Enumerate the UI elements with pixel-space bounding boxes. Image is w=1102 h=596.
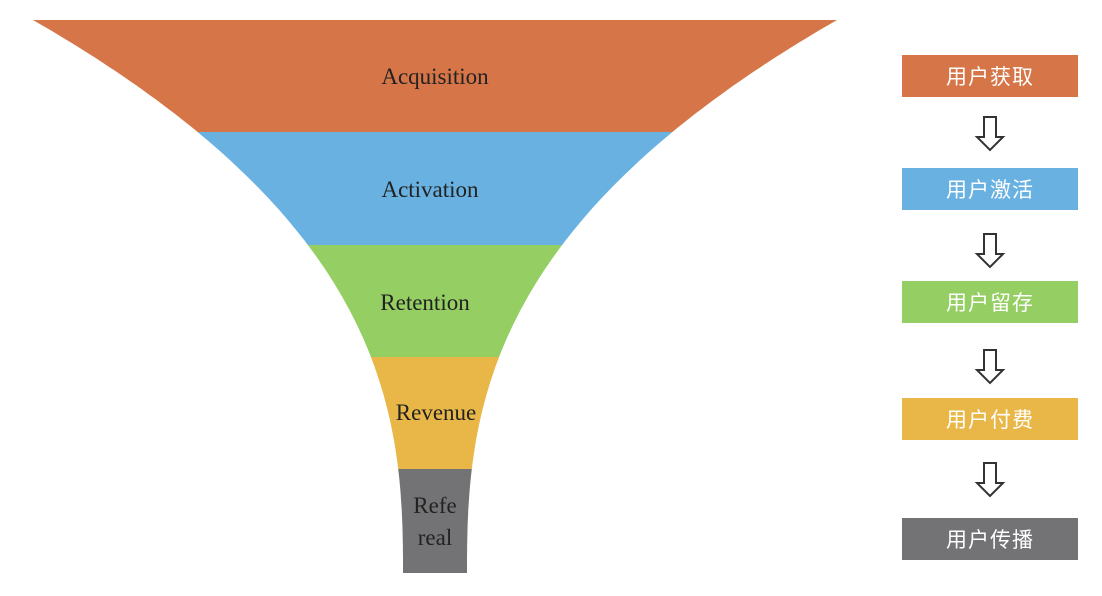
stage-label-activation: Activation [381,177,479,202]
funnel-stage-revenue [370,357,500,469]
step-box-acquisition: 用户获取 [902,55,1078,97]
stage-label-referral-line1: Refe [413,493,456,518]
step-box-referral: 用户传播 [902,518,1078,560]
stage-label-referral-line2: real [418,525,452,550]
funnel-stage-activation [197,132,673,245]
down-arrow-icon [974,349,1006,385]
stage-label-revenue: Revenue [396,400,476,425]
stage-label-retention: Retention [380,290,470,315]
funnel-stage-retention [307,245,563,357]
funnel-stage-acquisition [33,20,837,132]
funnel-graphic: Acquisition Activation Retention Revenue… [33,20,837,573]
stage-label-acquisition: Acquisition [381,64,489,89]
step-box-activation: 用户激活 [902,168,1078,210]
funnel-stage-referral [398,469,472,573]
step-box-retention: 用户留存 [902,281,1078,323]
down-arrow-icon [974,233,1006,269]
down-arrow-icon [974,116,1006,152]
step-box-revenue: 用户付费 [902,398,1078,440]
down-arrow-icon [974,462,1006,498]
